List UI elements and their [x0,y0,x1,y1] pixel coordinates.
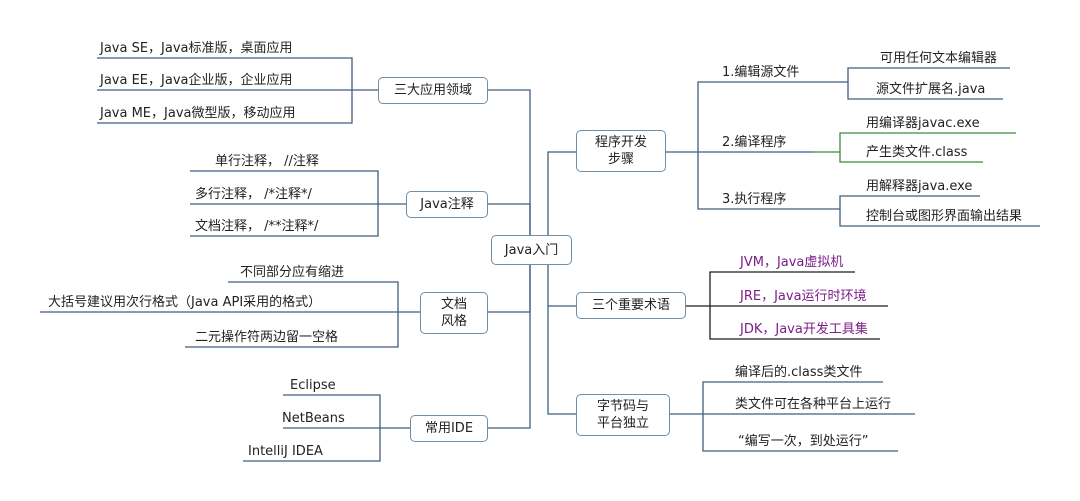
ide-node: 常用IDE [410,415,488,442]
bytecode-item: 类文件可在各种平台上运行 [735,397,892,412]
connector-style-3 [185,312,399,348]
bytecode-label: 字节码与 平台独立 [596,399,649,431]
connector-root-bytecode [547,306,576,415]
bytecode-item: “编写一次，到处运行” [738,434,869,449]
connector-root-style [488,265,531,313]
style-item: 二元操作符两边留一空格 [195,330,339,345]
connector-comments-3 [190,204,379,237]
domains-node: 三大应用领域 [378,77,488,104]
step-label: 3.执行程序 [722,192,787,207]
connector-bytecode-1 [670,381,883,415]
terms-node: 三个重要术语 [576,292,686,319]
comments-item: 单行注释， //注释 [215,154,319,169]
root-label: Java入门 [504,242,559,258]
connector-terms-1 [686,271,855,307]
devsteps-node: 程序开发 步骤 [576,130,666,172]
connector-comments-1 [190,170,406,205]
connector-root-ide [488,265,531,429]
ide-label: 常用IDE [424,421,474,436]
step-item: 用解释器java.exe [866,179,973,194]
terms-label: 三个重要术语 [591,298,670,313]
connector-step-1 [666,81,813,153]
connector-ide-1 [283,394,410,429]
domains-item: Java SE，Java标准版，桌面应用 [100,41,293,56]
step-label: 1.编辑源文件 [722,65,800,80]
comments-item: 文档注释， /**注释*/ [195,219,319,234]
domains-label: 三大应用领域 [393,83,472,98]
ide-item: Eclipse [290,378,336,393]
connector-root-comments [488,203,531,238]
ide-item: NetBeans [282,411,345,426]
bytecode-item: 编译后的.class类文件 [735,365,863,380]
connector-bytecode-3 [702,414,898,452]
style-node: 文档 风格 [420,292,488,334]
style-label: 文档 风格 [440,297,467,329]
connector-step2-item1 [813,132,1016,153]
step-label: 2.编译程序 [722,135,787,150]
domains-item: Java ME，Java微型版，移动应用 [100,106,296,121]
comments-node: Java注释 [406,191,488,218]
step-item: 用编译器javac.exe [866,116,980,131]
terms-item: JVM，Java虚拟机 [740,255,844,270]
step-item: 可用任何文本编辑器 [880,51,998,66]
step-item: 源文件扩展名.java [876,82,986,97]
connector-domains-3 [97,90,353,124]
domains-item: Java EE，Java企业版，企业应用 [100,73,293,88]
bytecode-node: 字节码与 平台独立 [576,394,670,436]
terms-item: JRE，Java运行时环境 [740,289,867,304]
connector-step3-item2 [839,209,1040,227]
step-item: 控制台或图形界面输出结果 [866,209,1023,224]
comments-item: 多行注释， /*注释*/ [195,187,312,202]
connector-step3-item1 [813,195,980,210]
ide-item: IntelliJ IDEA [248,444,323,459]
connector-style-1 [228,281,420,313]
comments-label: Java注释 [420,197,474,212]
style-item: 大括号建议用次行格式（Java API采用的格式） [48,295,322,310]
style-item: 不同部分应有缩进 [240,265,345,280]
connector-step1-item2 [847,82,1003,100]
devsteps-label: 程序开发 步骤 [594,135,647,167]
connector-domains-1 [97,57,378,91]
connector-step-3 [697,152,813,210]
connector-terms-3 [709,306,880,340]
terms-item: JDK，Java开发工具集 [740,322,868,337]
connector-step2-item2 [839,152,983,163]
step-item: 产生类文件.class [866,145,968,160]
connector-root-domains [488,89,531,238]
connector-step1-item1 [813,67,1010,83]
root-node: Java入门 [491,235,572,265]
connector-ide-3 [243,428,381,462]
